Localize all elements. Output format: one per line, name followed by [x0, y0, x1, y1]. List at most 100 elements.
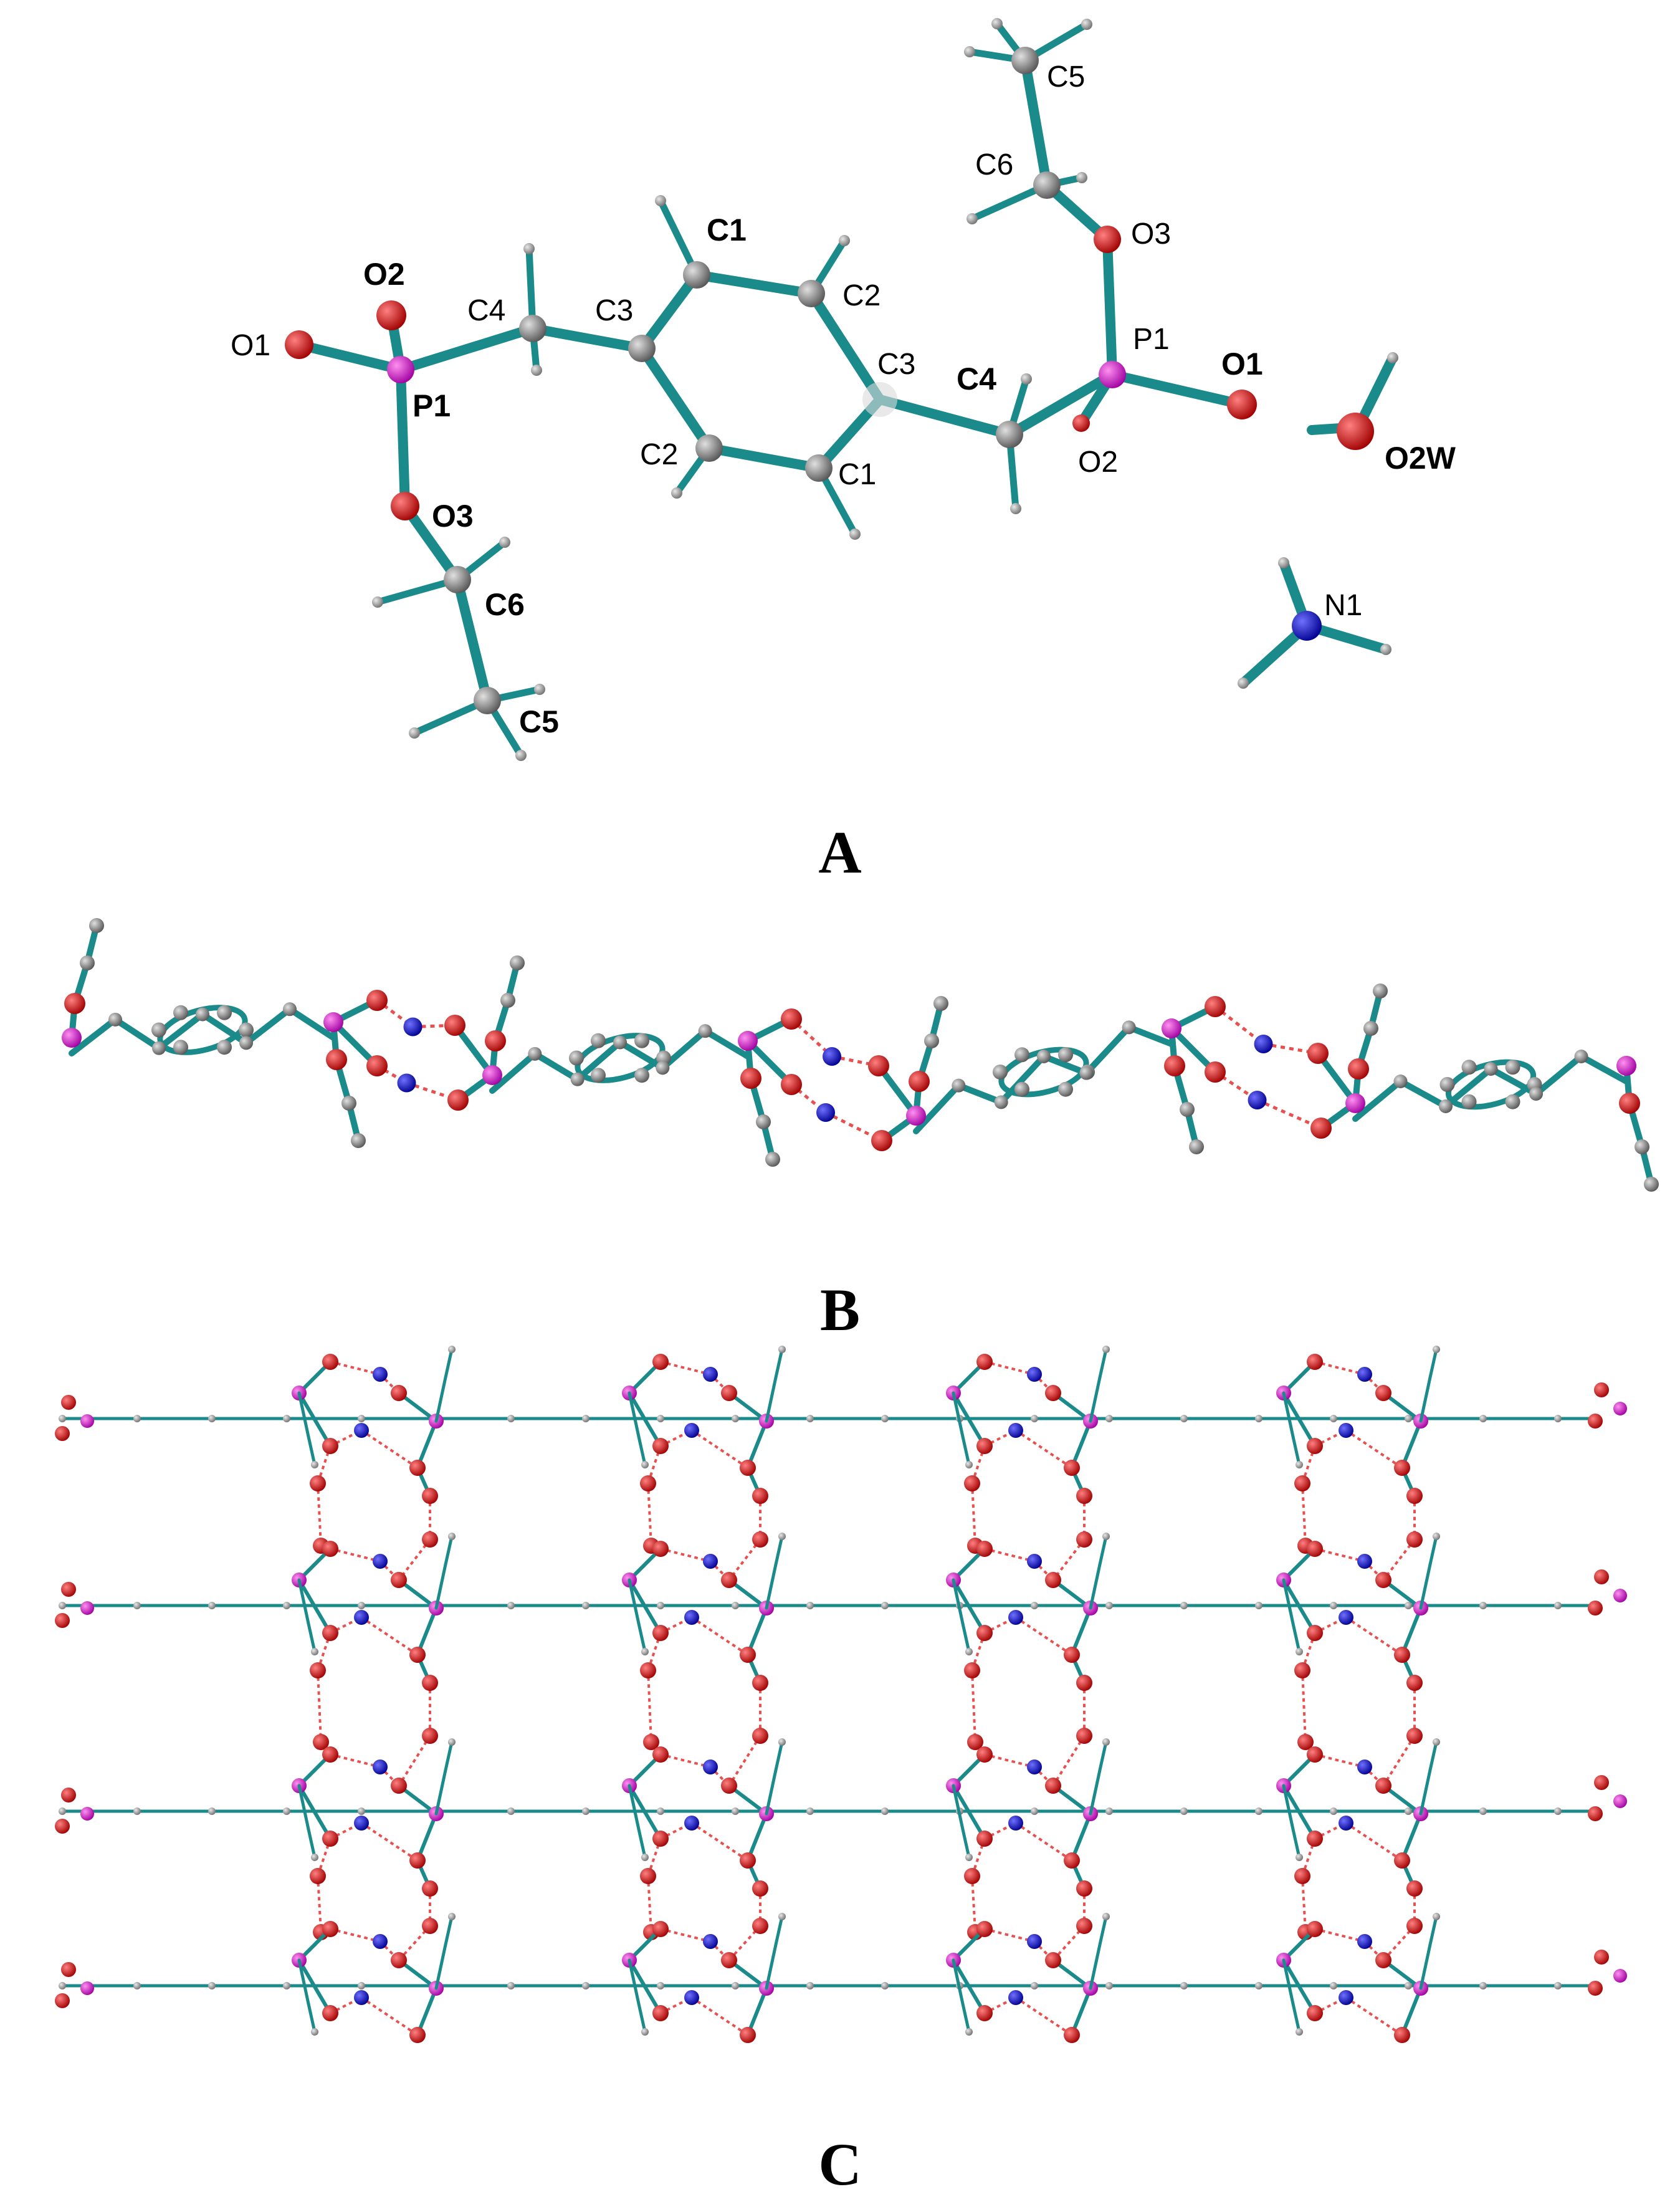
hydrogen-atom — [507, 1982, 515, 1989]
nitrogen-atom — [403, 1017, 422, 1036]
oxygen-atom — [1406, 1918, 1423, 1934]
bond — [1098, 1534, 1108, 1566]
hydrogen-atom — [1554, 1982, 1562, 1989]
hydrogen-atom — [1330, 1982, 1337, 1989]
oxygen-atom — [422, 1488, 438, 1504]
oxygen-atom — [1307, 1043, 1329, 1064]
phosphorus-atom — [1613, 1969, 1627, 1983]
phosphorus-atom — [323, 1012, 343, 1032]
oxygen-atom — [1045, 1572, 1061, 1588]
bond — [637, 1435, 647, 1467]
hydrogen-atom — [311, 1648, 318, 1655]
panel-letter-a: A — [818, 819, 861, 886]
hydrogen-atom — [1102, 1738, 1110, 1746]
oxygen-atom — [652, 2005, 669, 2021]
hydrogen-atom — [59, 1415, 66, 1422]
carbon-atom — [1014, 1047, 1029, 1063]
phosphorus-atom — [1613, 1402, 1627, 1415]
carbon-atom — [283, 1002, 297, 1017]
hydrogen-bond — [984, 1548, 1035, 1563]
nitrogen-atom — [1027, 1759, 1042, 1774]
nitrogen-atom — [354, 1816, 369, 1831]
carbon-atom — [1058, 1081, 1073, 1097]
nitrogen-atom — [1027, 1367, 1042, 1382]
hydrogen-atom — [358, 1602, 365, 1609]
oxygen-atom — [64, 993, 85, 1014]
oxygen-atom — [721, 1572, 737, 1588]
oxygen-atom — [310, 1868, 326, 1884]
phosphorus-atom — [1616, 1056, 1636, 1076]
carbon-atom — [1635, 1139, 1649, 1154]
oxygen-atom — [964, 1662, 980, 1678]
bond — [628, 1958, 641, 2006]
bond — [702, 1028, 751, 1060]
oxygen-atom — [1205, 1061, 1226, 1083]
hydrogen-atom — [806, 1807, 814, 1815]
phosphorus-atom — [1345, 1093, 1365, 1113]
nitrogen-atom — [354, 1423, 369, 1438]
bond — [961, 1827, 971, 1859]
oxygen-atom — [976, 1746, 993, 1763]
hydrogen-bond — [398, 1735, 431, 1787]
hydrogen-atom — [133, 1807, 141, 1815]
oxygen-atom — [55, 1426, 70, 1441]
hydrogen-atom — [881, 1602, 889, 1609]
hydrogen-atom — [1296, 2028, 1303, 2036]
carbon-atom — [1122, 1020, 1136, 1035]
bond — [156, 1011, 206, 1051]
oxygen-atom — [976, 2005, 993, 2021]
oxygen-atom — [976, 1438, 993, 1454]
hydrogen-bond — [1301, 1483, 1307, 1546]
bond — [628, 1391, 662, 1448]
atom-label-o2-right: O2 — [1078, 446, 1118, 479]
oxygen-atom — [422, 1531, 438, 1548]
bond — [774, 1534, 784, 1566]
hydrogen-atom — [806, 1982, 814, 1989]
carbon-atom — [1014, 1081, 1029, 1097]
oxygen-atom — [1307, 1625, 1323, 1641]
oxygen-atom — [640, 1662, 656, 1678]
hydrogen-atom — [448, 1738, 456, 1746]
hydrogen-atom — [1554, 1415, 1562, 1422]
hydrogen-bond — [1014, 1429, 1073, 1469]
hydrogen-bond — [330, 1753, 381, 1768]
hydrogen-atom — [881, 1415, 889, 1422]
oxygen-atom — [1406, 1880, 1423, 1897]
oxygen-atom — [1297, 1734, 1314, 1750]
oxygen-atom — [310, 1662, 326, 1678]
atom-label-o2w: O2W — [1385, 441, 1456, 476]
bond — [746, 1812, 768, 1862]
carbon-atom — [765, 1152, 780, 1167]
oxygen-atom — [1394, 2027, 1410, 2043]
bond — [416, 1606, 438, 1657]
hydrogen-atom — [778, 1738, 786, 1746]
bond — [1400, 1606, 1423, 1657]
hydrogen-atom — [358, 1807, 365, 1815]
bond — [434, 1768, 447, 1816]
oxygen-atom — [1588, 1414, 1603, 1429]
bond — [1089, 1376, 1102, 1423]
bond — [1352, 1078, 1404, 1122]
carbon-atom — [756, 1114, 771, 1129]
oxygen-atom — [61, 1962, 76, 1977]
panel-letter-b: B — [820, 1276, 860, 1343]
atom-label-c1-top: C1 — [707, 213, 747, 247]
hydrogen-bond — [824, 1111, 883, 1142]
bond — [1282, 1391, 1295, 1439]
bond — [1041, 1053, 1090, 1076]
bond — [952, 1578, 986, 1635]
bond — [765, 1563, 778, 1610]
oxygen-atom — [1348, 1058, 1369, 1080]
oxygen-atom — [976, 1625, 993, 1641]
carbon-atom — [570, 1072, 585, 1086]
hydrogen-atom — [657, 1415, 664, 1422]
bond — [287, 1006, 336, 1041]
hydrogen-atom — [311, 1854, 318, 1861]
atom-label-c3-left: C3 — [595, 294, 633, 327]
bond — [1089, 1768, 1102, 1816]
oxygen-atom — [391, 1385, 407, 1401]
carbon-atom — [1189, 1139, 1204, 1154]
atom-label-o1-right: O1 — [1221, 347, 1263, 381]
bond — [746, 1419, 768, 1470]
hydrogen-bond — [660, 1928, 711, 1943]
